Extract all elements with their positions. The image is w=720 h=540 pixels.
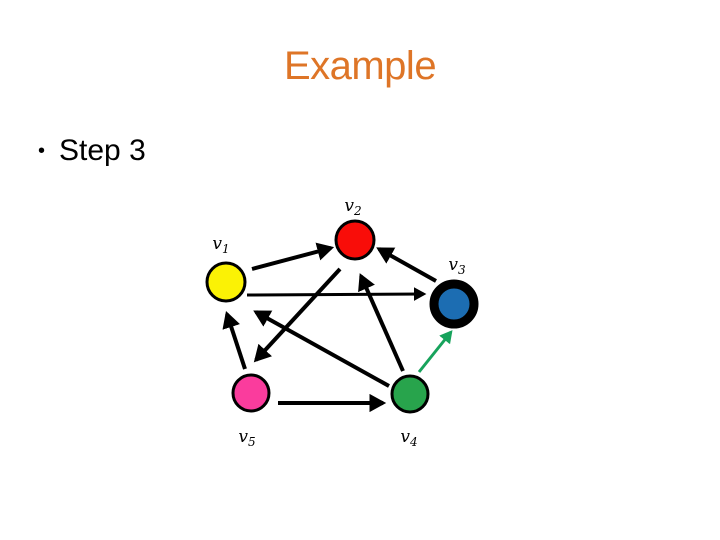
edge-v2-to-v5 bbox=[253, 267, 342, 363]
edge-v1-to-v3 bbox=[246, 287, 427, 301]
node-v1 bbox=[205, 261, 247, 303]
node-label-v2: v2 bbox=[344, 196, 361, 218]
graph-nodes-layer bbox=[205, 219, 479, 414]
edge-v3-to-v2 bbox=[376, 247, 437, 283]
edge-v4-to-v1 bbox=[253, 310, 390, 388]
node-label-v5: v5 bbox=[238, 427, 255, 449]
edge-v4-to-v2 bbox=[358, 273, 405, 372]
bullet-glyph: • bbox=[38, 140, 46, 162]
bullet-item: • Step 3 bbox=[38, 133, 146, 169]
node-label-v3: v3 bbox=[448, 255, 466, 277]
node-v4 bbox=[390, 374, 430, 414]
node-v5 bbox=[231, 373, 271, 413]
edge-v4-to-v3 bbox=[417, 330, 453, 373]
edge-v1-to-v2 bbox=[251, 242, 335, 271]
node-v3 bbox=[429, 279, 479, 329]
node-v2 bbox=[334, 219, 376, 261]
node-label-v1: v1 bbox=[212, 234, 229, 256]
slide-title: Example bbox=[283, 44, 437, 88]
node-label-v4: v4 bbox=[400, 427, 417, 449]
edge-v5-to-v1 bbox=[222, 310, 247, 370]
step-label: Step 3 bbox=[59, 134, 146, 167]
graph-edges-layer bbox=[222, 242, 453, 413]
